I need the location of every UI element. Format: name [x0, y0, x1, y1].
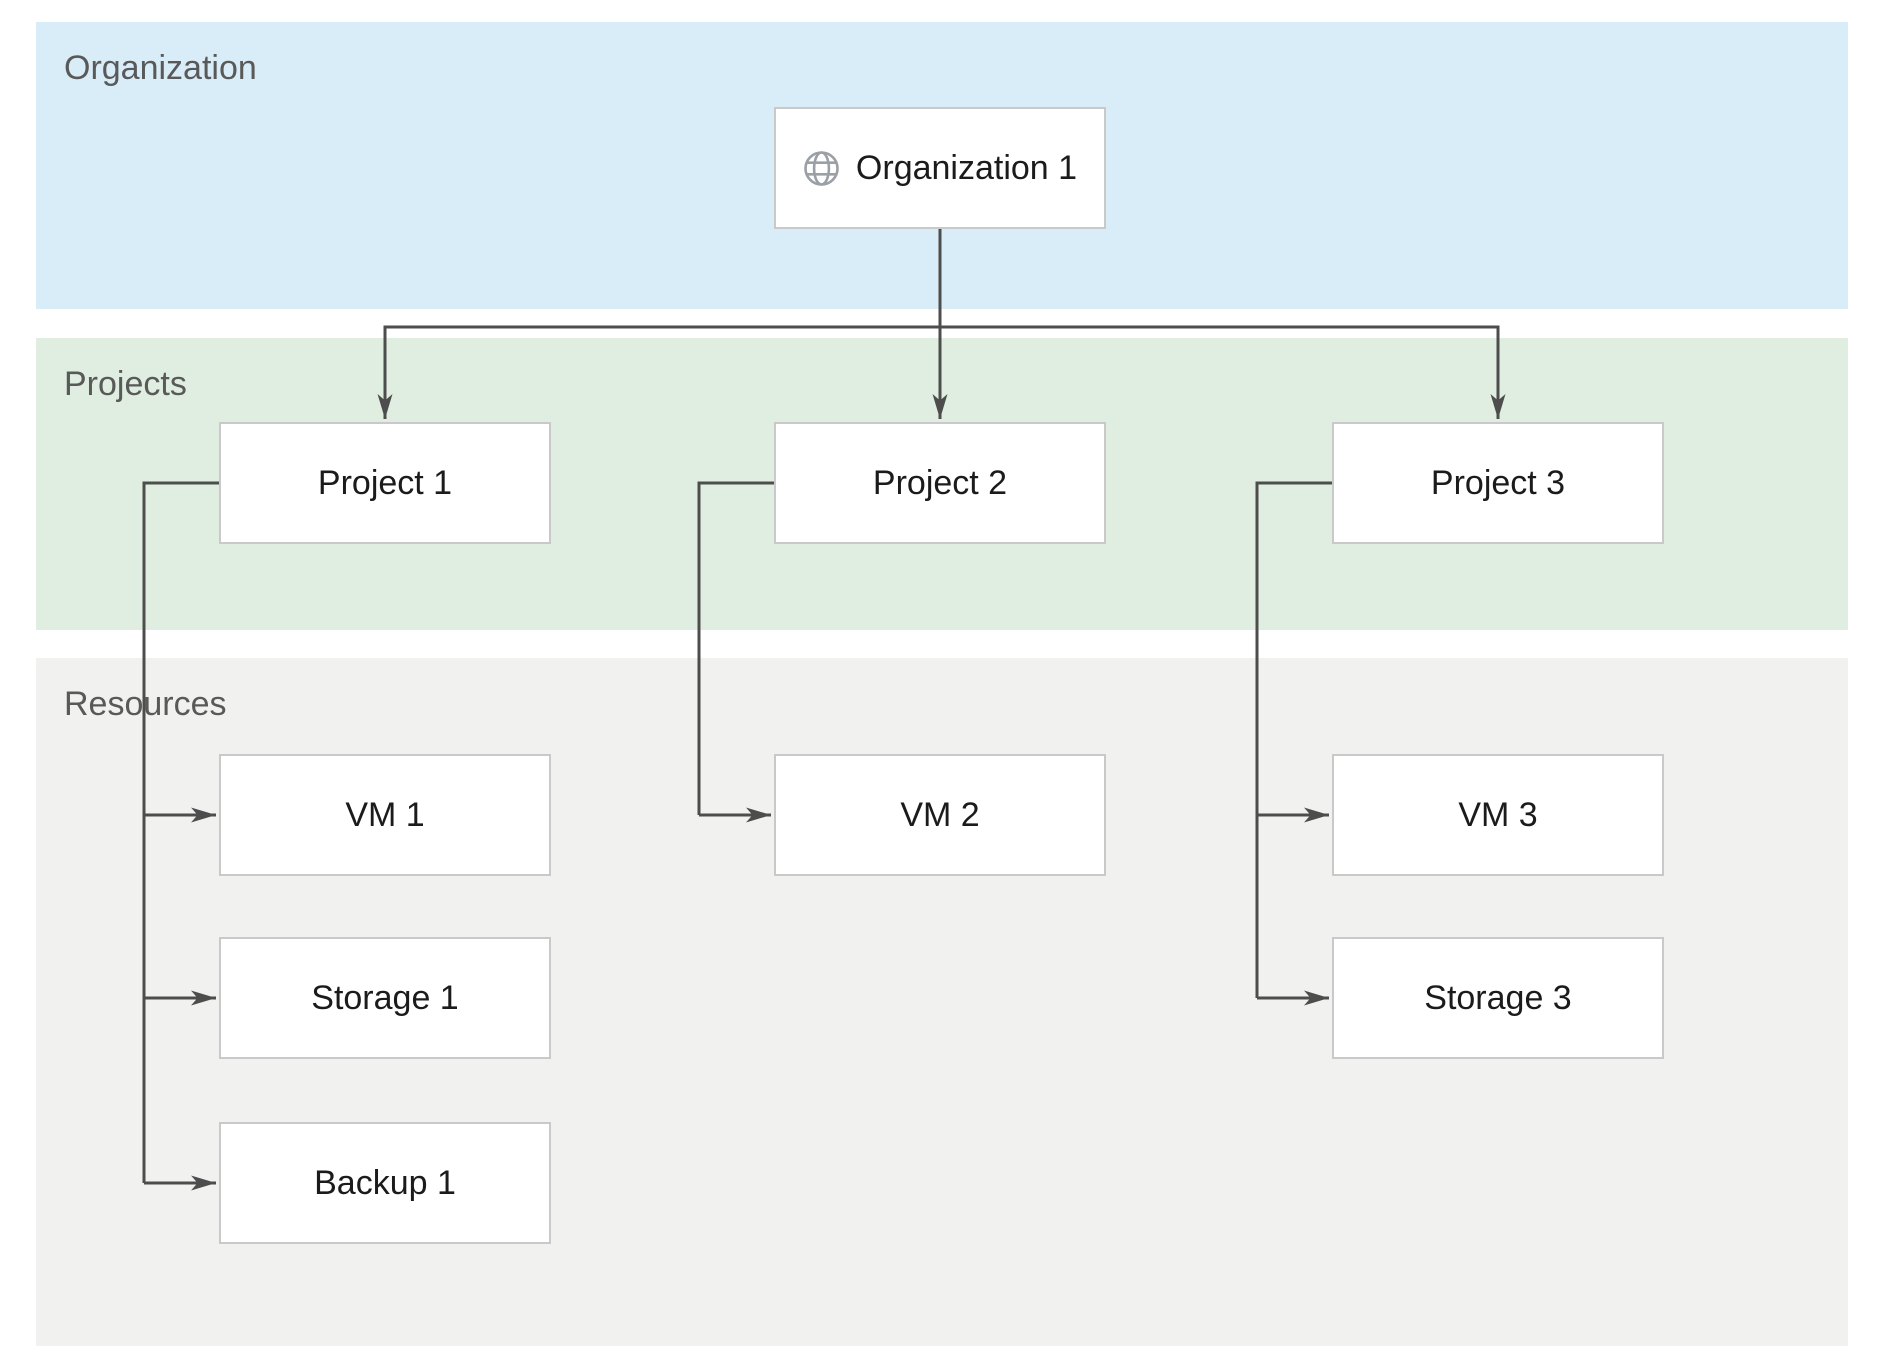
node-storage-1-label: Storage 1: [311, 978, 459, 1017]
globe-icon: [803, 150, 840, 187]
band-projects-label: Projects: [64, 365, 187, 403]
band-organization-label: Organization: [64, 49, 257, 87]
node-backup-1-label: Backup 1: [314, 1163, 456, 1202]
node-project-2: Project 2: [774, 422, 1106, 544]
node-vm-1-label: VM 1: [345, 795, 425, 834]
node-project-2-label: Project 2: [872, 463, 1008, 502]
node-vm-3: VM 3: [1332, 754, 1664, 876]
node-storage-3-label: Storage 3: [1424, 978, 1572, 1017]
node-vm-3-label: VM 3: [1458, 795, 1538, 834]
node-organization-1: Organization 1: [774, 107, 1106, 229]
node-project-1-label: Project 1: [317, 463, 453, 502]
node-organization-1-label: Organization 1: [855, 148, 1078, 187]
band-resources-label: Resources: [64, 685, 227, 723]
node-vm-2-label: VM 2: [900, 795, 980, 834]
node-project-3-label: Project 3: [1430, 463, 1566, 502]
node-vm-2: VM 2: [774, 754, 1106, 876]
node-storage-1: Storage 1: [219, 937, 551, 1059]
node-project-3: Project 3: [1332, 422, 1664, 544]
node-vm-1: VM 1: [219, 754, 551, 876]
node-backup-1: Backup 1: [219, 1122, 551, 1244]
node-storage-3: Storage 3: [1332, 937, 1664, 1059]
node-project-1: Project 1: [219, 422, 551, 544]
